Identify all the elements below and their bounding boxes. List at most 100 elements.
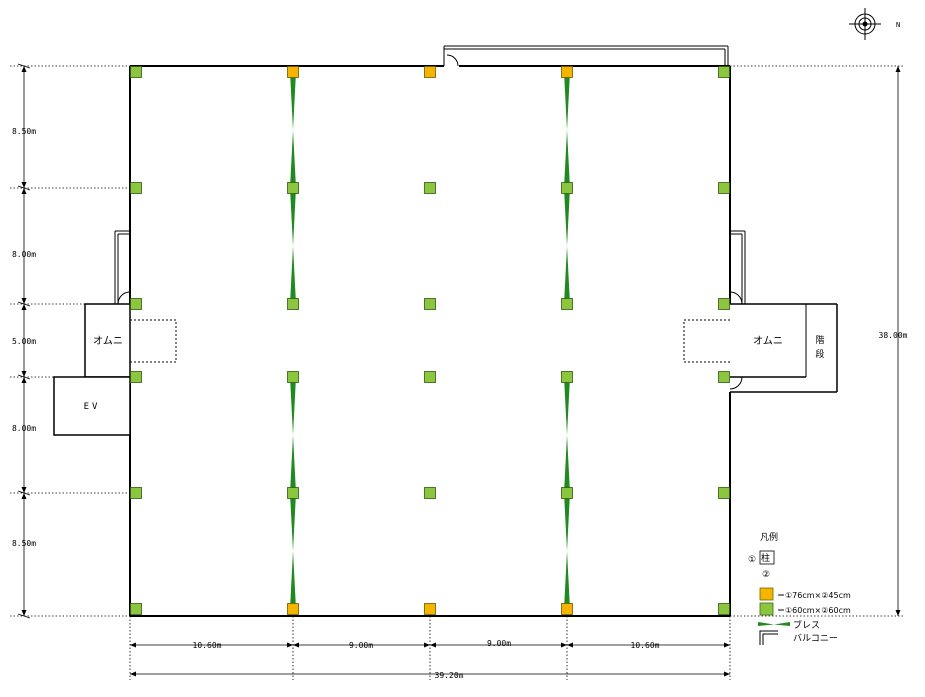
brace-2-1 — [564, 72, 570, 188]
main-building-outline — [129, 65, 731, 617]
legend-column-char: 柱 — [761, 552, 770, 564]
brace-1-4 — [290, 493, 296, 609]
column-60x60 — [718, 487, 730, 499]
dim-arrowhead — [724, 671, 730, 677]
right-omuni-room — [683, 303, 837, 390]
column-60x60 — [287, 298, 299, 310]
column-60x60 — [718, 603, 730, 615]
right-balcony — [729, 230, 746, 305]
elevator-label: EV — [84, 402, 101, 412]
right-omuni-label: オムニ — [753, 335, 783, 347]
column-60x60 — [561, 487, 573, 499]
column-60x60 — [287, 182, 299, 194]
dim-horizontal-total: 39.20m — [435, 671, 464, 680]
dim-arrowhead — [21, 610, 27, 616]
legend-orange-swatch — [759, 587, 774, 601]
dim-tick — [17, 301, 31, 307]
stairs-room — [730, 304, 838, 393]
compass-n-label: N — [896, 21, 900, 29]
brace-2-2 — [564, 188, 570, 304]
legend: 凡例 ① 柱 ② ＝①76cm×②45cm ＝①60cm×②60cm ブレス バ… — [748, 531, 851, 645]
column-60x60 — [718, 182, 730, 194]
stairs-label-1: 階 — [815, 335, 824, 346]
column-60x60 — [424, 298, 436, 310]
dim-arrowhead — [21, 377, 27, 383]
dim-horizontal-4: 10.60m — [631, 641, 660, 650]
dim-arrowhead — [130, 642, 136, 648]
brace-2-4 — [564, 493, 570, 609]
dim-vertical-total: 38.00m — [879, 331, 908, 340]
dim-tick — [17, 613, 31, 619]
dim-arrowhead — [561, 642, 567, 648]
brace-2-3 — [564, 377, 570, 493]
braces-layer — [290, 72, 570, 609]
dim-arrowhead — [293, 642, 299, 648]
dim-horizontal-1: 10.60m — [193, 641, 222, 650]
dim-arrowhead — [21, 298, 27, 304]
column-76x45 — [561, 66, 573, 78]
legend-brace-text: ブレス — [793, 619, 820, 631]
column-60x60 — [424, 182, 436, 194]
dim-arrowhead — [567, 642, 573, 648]
legend-green-text: ＝①60cm×②60cm — [777, 606, 851, 615]
dim-tick — [17, 185, 31, 191]
dim-arrowhead — [21, 493, 27, 499]
column-60x60 — [130, 603, 142, 615]
legend-column-box — [759, 550, 775, 565]
dim-horizontal-2: 9.00m — [349, 641, 373, 650]
dim-tick — [17, 490, 31, 496]
brace-1-2 — [290, 188, 296, 304]
column-76x45 — [424, 603, 436, 615]
column-60x60 — [424, 487, 436, 499]
dimension-lines-layer — [10, 63, 905, 680]
brace-1-1 — [290, 72, 296, 188]
column-60x60 — [130, 298, 142, 310]
legend-brace-icon — [758, 622, 790, 626]
column-60x60 — [718, 298, 730, 310]
dim-arrowhead — [130, 671, 136, 677]
dim-vertical-5: 8.50m — [12, 539, 36, 548]
dim-arrowhead — [895, 66, 901, 72]
dim-arrowhead — [895, 610, 901, 616]
column-60x60 — [561, 182, 573, 194]
stairs-label-2: 段 — [815, 348, 824, 360]
dim-vertical-3: 5.00m — [12, 337, 36, 346]
column-60x60 — [130, 487, 142, 499]
dim-tick — [17, 374, 31, 380]
column-60x60 — [718, 371, 730, 383]
dim-arrowhead — [21, 188, 27, 194]
left-omuni-label: オムニ — [93, 335, 123, 347]
legend-balcony-icon — [759, 630, 778, 645]
dim-arrowhead — [21, 66, 27, 72]
column-60x60 — [561, 371, 573, 383]
column-60x60 — [287, 371, 299, 383]
column-76x45 — [287, 66, 299, 78]
north-compass-icon — [849, 8, 881, 40]
brace-1-3 — [290, 377, 296, 493]
column-76x45 — [424, 66, 436, 78]
columns-layer — [130, 66, 730, 615]
column-60x60 — [718, 66, 730, 78]
column-76x45 — [287, 603, 299, 615]
dim-horizontal-3: 9.00m — [487, 639, 511, 648]
legend-balcony-text: バルコニー — [793, 633, 838, 644]
legend-green-swatch — [759, 602, 774, 616]
dim-arrowhead — [21, 182, 27, 188]
dim-arrowhead — [430, 642, 436, 648]
column-76x45 — [561, 603, 573, 615]
dim-vertical-2: 8.00m — [12, 250, 36, 259]
dim-tick — [17, 63, 31, 69]
column-60x60 — [424, 371, 436, 383]
dim-vertical-4: 8.00m — [12, 424, 36, 433]
dim-arrowhead — [21, 304, 27, 310]
dim-arrowhead — [21, 487, 27, 493]
legend-orange-text: ＝①76cm×②45cm — [777, 591, 851, 600]
column-60x60 — [130, 182, 142, 194]
elevator-room — [53, 376, 131, 436]
column-60x60 — [130, 66, 142, 78]
legend-column-label-2: ② — [762, 570, 770, 580]
column-60x60 — [561, 298, 573, 310]
legend-column-label-1: ① — [748, 555, 756, 565]
